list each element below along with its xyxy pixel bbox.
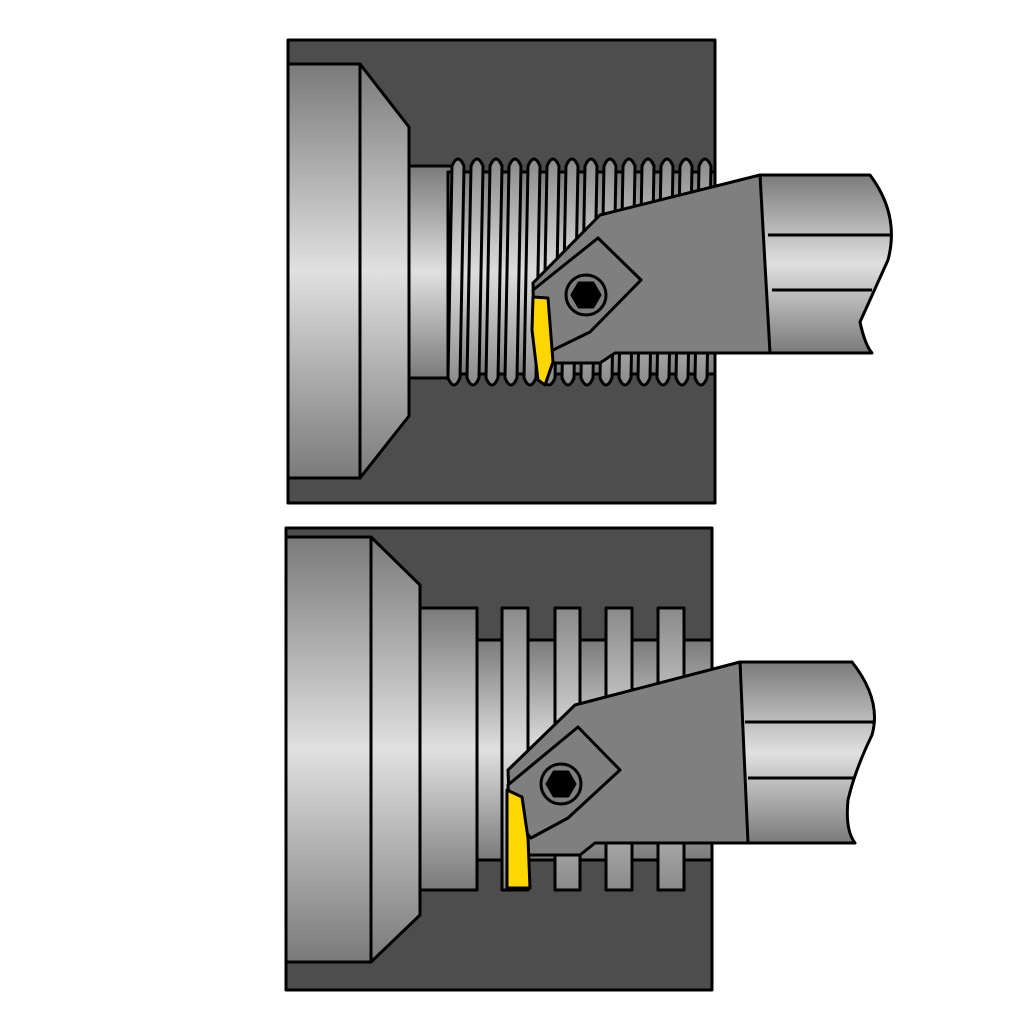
insert-tip (505, 788, 532, 890)
chuck-flange (284, 535, 373, 964)
threading-panel (286, 38, 893, 505)
grooving-panel (284, 526, 876, 992)
flange-chamfer (369, 535, 422, 964)
insert-tip (530, 295, 555, 387)
thread-ridge (503, 157, 523, 387)
hex-socket-icon (545, 770, 577, 798)
chuck-flange (286, 62, 362, 480)
hex-socket-icon (570, 281, 602, 309)
thread-ridge (484, 157, 504, 387)
flange-chamfer (358, 62, 411, 480)
boring-bar (738, 660, 876, 845)
boring-bar (758, 173, 893, 355)
shaft (418, 606, 479, 892)
thread-ridge (465, 157, 485, 387)
thread-ridge (446, 157, 466, 387)
